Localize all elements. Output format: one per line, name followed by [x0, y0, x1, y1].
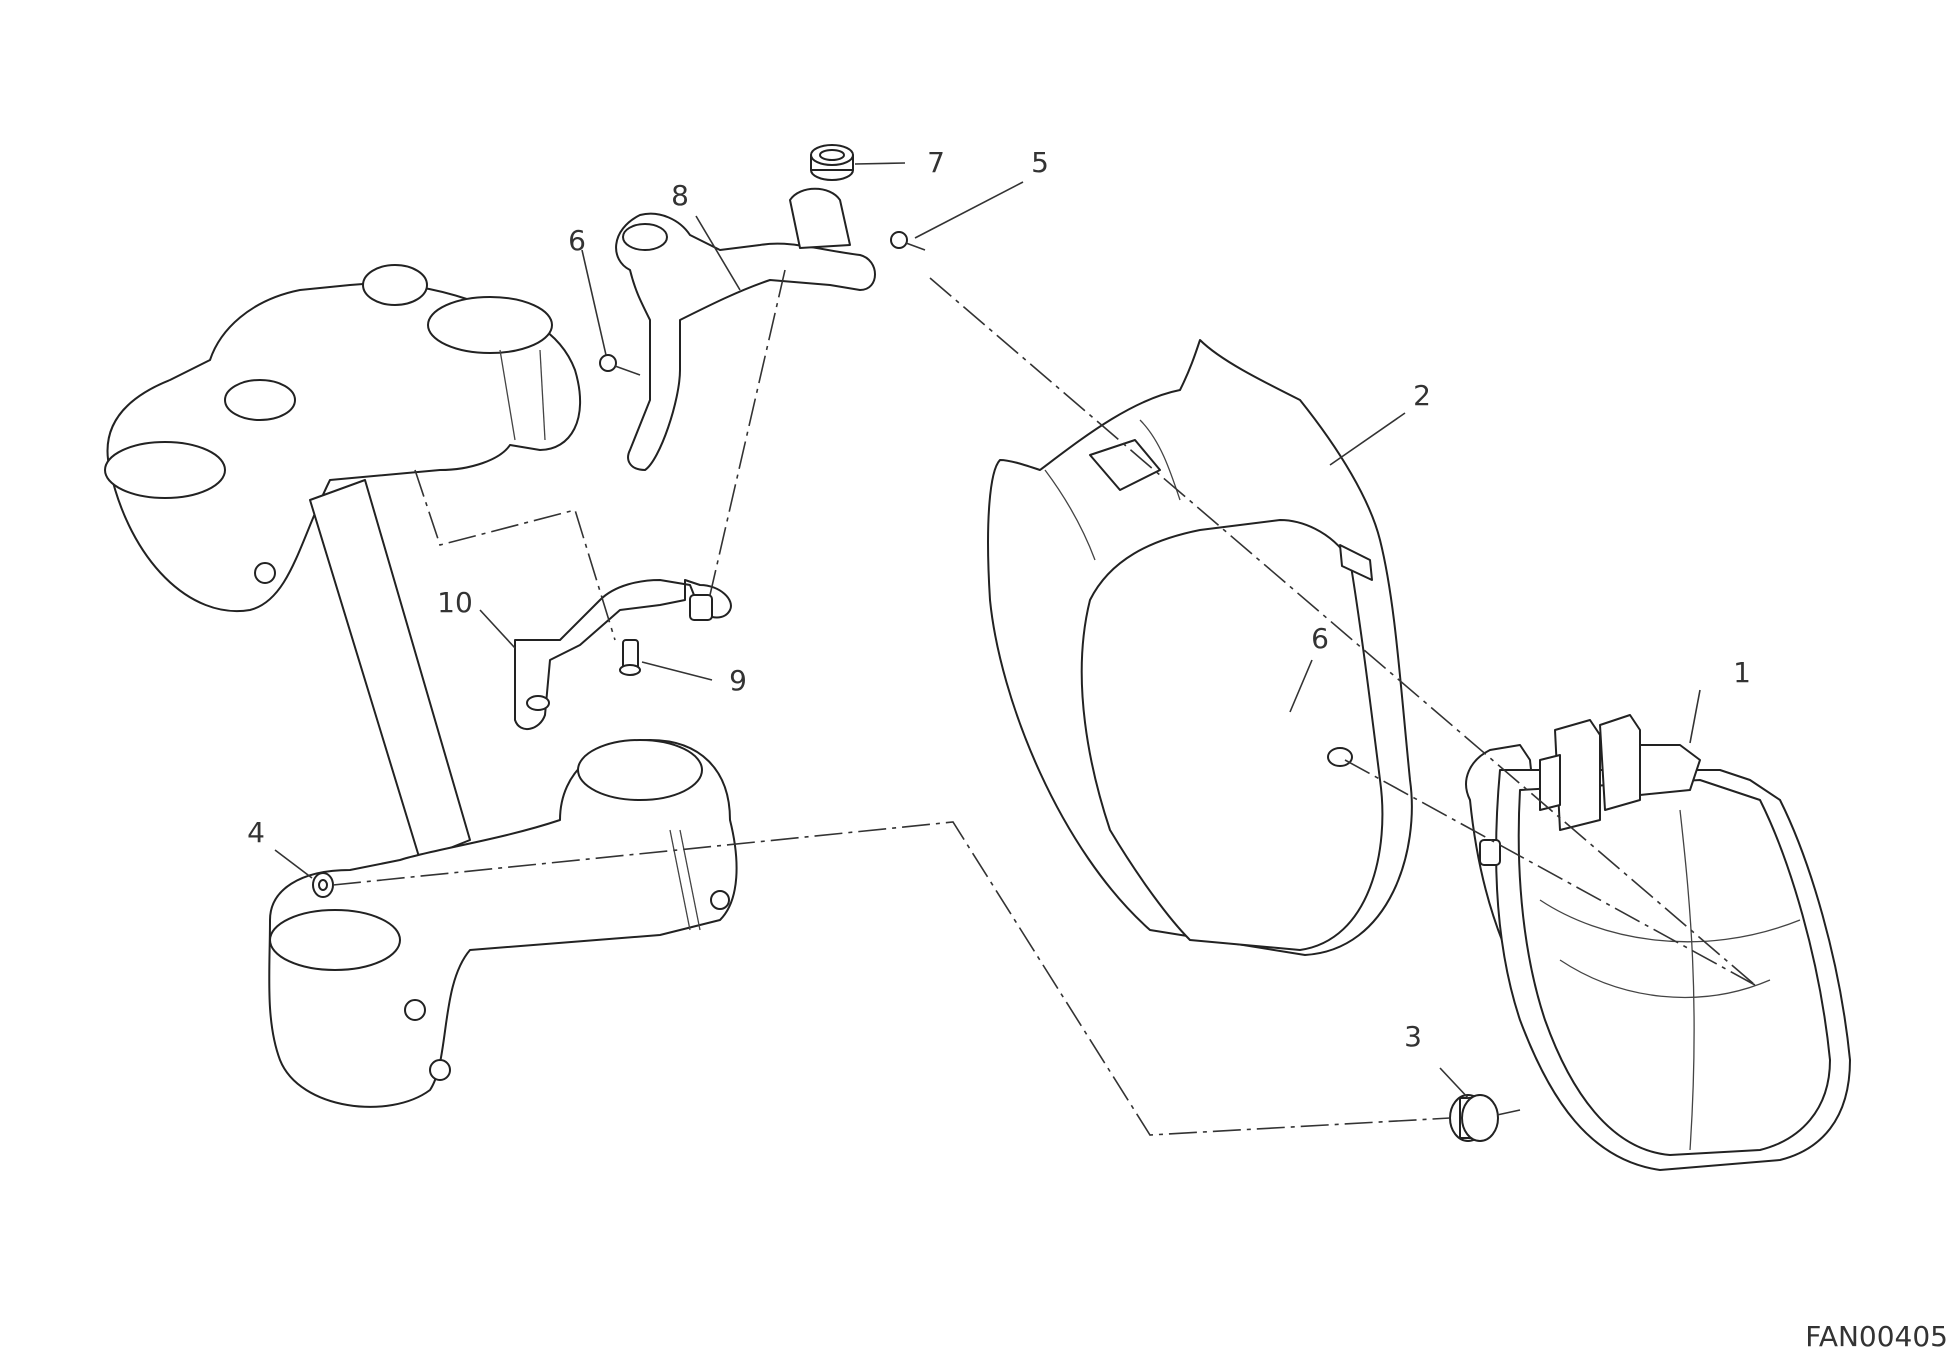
assembly-lines: [332, 269, 1756, 1136]
callout-6-left: 6: [568, 224, 586, 257]
callout-5: 5: [1031, 146, 1049, 179]
figure-code: FAN00405: [1805, 1320, 1948, 1353]
upper-clamp-boss-b: [362, 264, 428, 306]
callout-6-right: 6: [1311, 622, 1329, 655]
upper-clamp-boss-a: [224, 379, 296, 421]
upper-bracket: [615, 212, 876, 471]
lower-clamp-bolt-hole-c: [710, 890, 730, 910]
steering-yoke-assembly: [104, 264, 738, 1108]
callout-2: 2: [1413, 379, 1431, 412]
upper-clamp-bolt-hole: [254, 562, 276, 584]
callout-4: 4: [247, 816, 265, 849]
callout-8: 8: [671, 179, 689, 212]
lower-triple-clamp: [268, 739, 738, 1108]
lower-clamp-fork-hole-left: [269, 909, 401, 971]
lower-bracket-stud-right: [689, 594, 713, 621]
lower-clamp-bolt-hole-b: [429, 1059, 451, 1081]
upper-clamp-fork-hole-right: [427, 296, 553, 354]
upper-clamp-fork-hole-left: [104, 441, 226, 499]
callout-9: 9: [729, 664, 747, 697]
headlight-fairing: [987, 339, 1413, 956]
callout-3: 3: [1404, 1020, 1422, 1053]
callout-1: 1: [1733, 656, 1751, 689]
fairing-mount-hole: [1327, 747, 1353, 767]
leader-lines: [274, 162, 1701, 1101]
headlight-unit: [1465, 714, 1851, 1171]
rubber-mount: [1449, 1094, 1521, 1142]
callout-7: 7: [927, 146, 945, 179]
lower-clamp-bolt-hole-a: [404, 999, 426, 1021]
lower-bracket-stud-left: [526, 695, 550, 711]
washer: [312, 872, 334, 898]
callout-labels: 1 2 3 4 5 6 6 7 8 9 10: [247, 146, 1751, 1053]
callout-10: 10: [437, 586, 473, 619]
upper-triple-clamp: [106, 282, 581, 613]
steering-stem: [309, 479, 471, 861]
upper-bracket-hole-left: [622, 223, 668, 251]
screw-9: [619, 639, 641, 676]
upper-bracket-tab: [789, 187, 851, 249]
lower-clamp-fork-hole-right: [577, 739, 703, 801]
screw-5: [890, 231, 926, 251]
screw-6-left: [599, 354, 641, 376]
grommet: [810, 144, 854, 181]
